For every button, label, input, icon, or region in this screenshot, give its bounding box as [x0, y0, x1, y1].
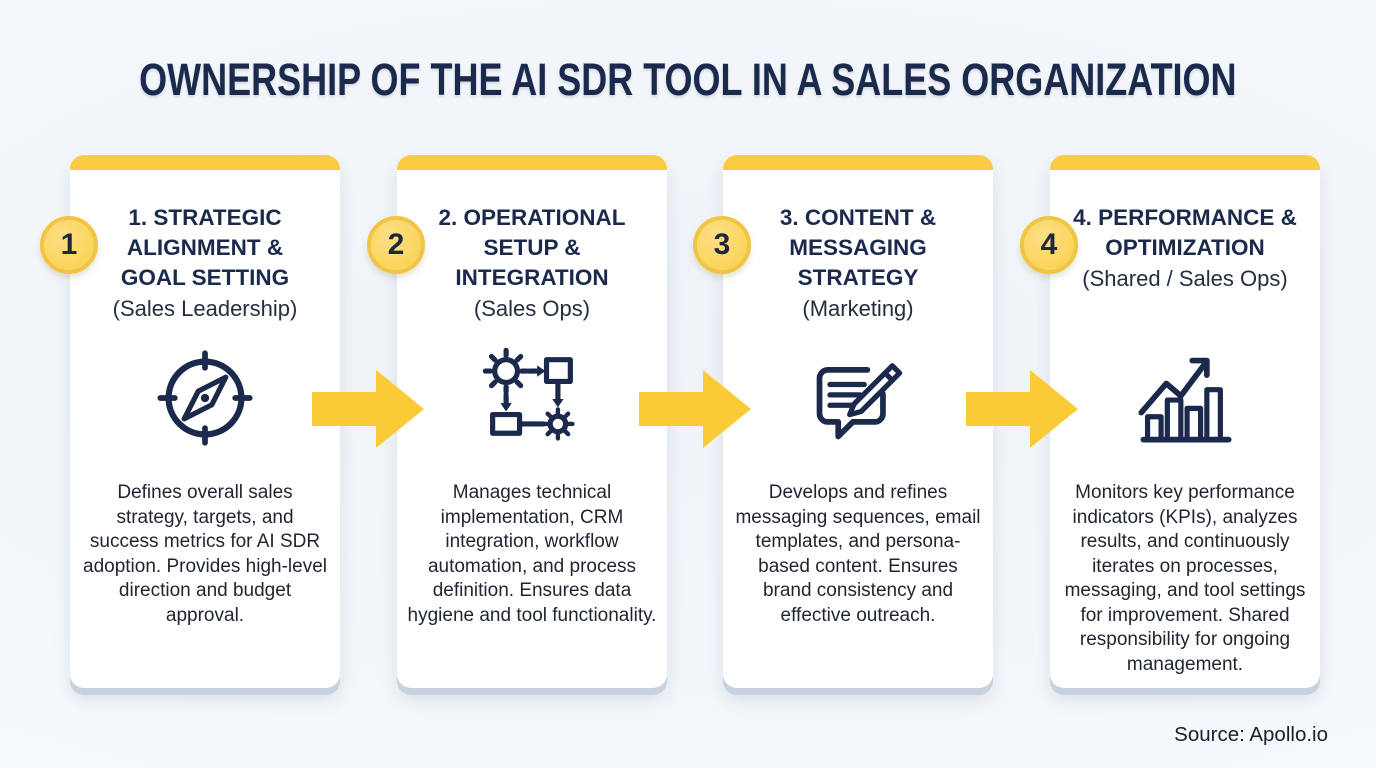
card-accent-bar [397, 155, 667, 170]
next-step-arrow [966, 370, 1078, 448]
workflow-gears-icon [397, 318, 667, 478]
card-performance-optimization: 4 4. PERFORMANCE & OPTIMIZATION (Shared … [1020, 155, 1320, 688]
card-strategic-alignment: 1 1. STRATEGIC ALIGNMENT & GOAL SETTING … [40, 155, 340, 688]
card-title: 4. PERFORMANCE & OPTIMIZATION [1073, 205, 1297, 260]
card-description: Develops and refines messaging sequences… [735, 482, 981, 626]
card-owner-subtitle: (Marketing) [802, 296, 914, 321]
card-header: 4. PERFORMANCE & OPTIMIZATION (Shared / … [1050, 170, 1320, 318]
card-accent-bar [723, 155, 993, 170]
message-pencil-icon [723, 318, 993, 478]
card-header: 3. CONTENT & MESSAGING STRATEGY (Marketi… [723, 170, 993, 321]
step-number-badge: 2 [367, 216, 425, 274]
card-accent-bar [70, 155, 340, 170]
step-number-badge: 3 [693, 216, 751, 274]
source-attribution: Source: Apollo.io [1174, 723, 1328, 746]
page-title-text: OWNERSHIP OF THE AI SDR TOOL IN A SALES … [139, 54, 1237, 105]
step-number-badge: 1 [40, 216, 98, 274]
card-owner-subtitle: (Sales Leadership) [112, 296, 298, 321]
card-accent-bar [1050, 155, 1320, 170]
card-title: 2. OPERATIONAL SETUP & INTEGRATION [438, 205, 626, 290]
card-owner-subtitle: (Shared / Sales Ops) [1082, 266, 1288, 291]
card-title: 3. CONTENT & MESSAGING STRATEGY [779, 205, 937, 290]
card-content-messaging: 3 3. CONTENT & MESSAGING STRATEGY (Marke… [693, 155, 993, 688]
step-number-badge: 4 [1020, 216, 1078, 274]
card-description: Manages technical implementation, CRM in… [407, 482, 657, 626]
card-header: 2. OPERATIONAL SETUP & INTEGRATION (Sale… [397, 170, 667, 321]
next-step-arrow [312, 370, 424, 448]
compass-icon [70, 318, 340, 478]
card-owner-subtitle: (Sales Ops) [473, 296, 591, 321]
card-description: Defines overall sales strategy, targets,… [83, 482, 327, 626]
next-step-arrow [639, 370, 751, 448]
card-title: 1. STRATEGIC ALIGNMENT & GOAL SETTING [120, 205, 290, 290]
card-header: 1. STRATEGIC ALIGNMENT & GOAL SETTING (S… [70, 170, 340, 321]
card-operational-setup: 2 2. OPERATIONAL SETUP & INTEGRATION (Sa… [367, 155, 667, 688]
growth-chart-icon [1050, 318, 1320, 478]
card-description: Monitors key performance indicators (KPI… [1064, 482, 1306, 675]
page-title: OWNERSHIP OF THE AI SDR TOOL IN A SALES … [0, 54, 1376, 106]
